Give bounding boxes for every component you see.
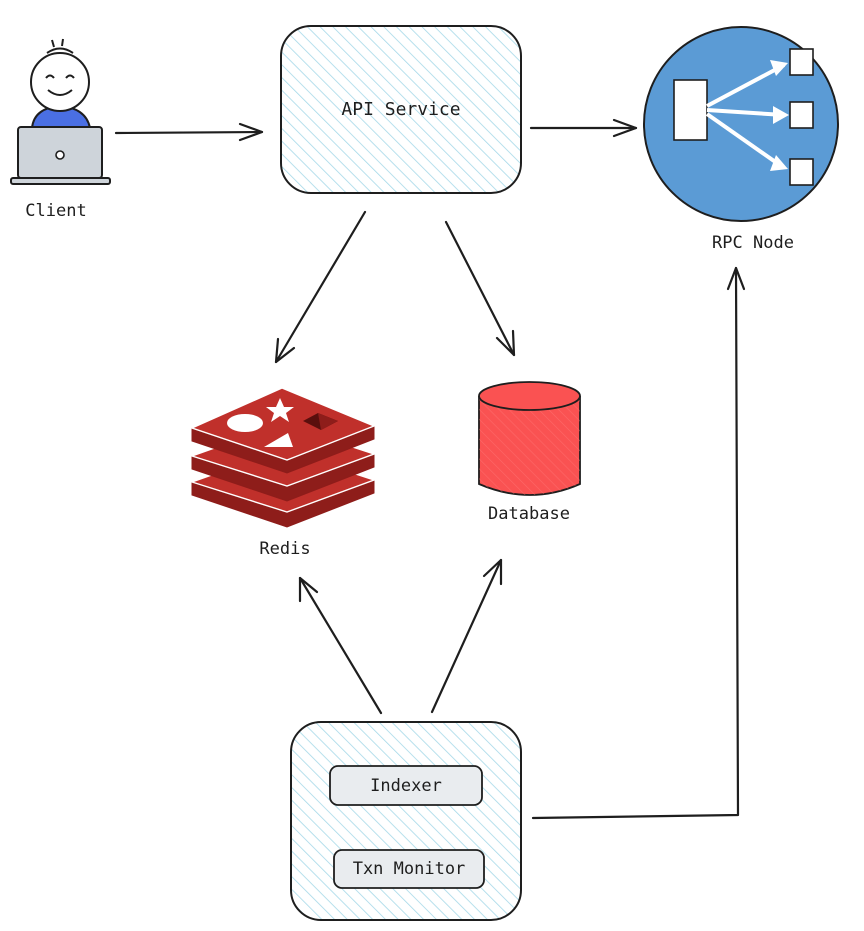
client-label: Client	[25, 201, 86, 221]
database-cylinder-icon	[478, 381, 581, 496]
edge-client-to-api	[114, 122, 264, 142]
database-node[interactable]: Database	[478, 381, 581, 524]
worker-node[interactable]: Indexer Txn Monitor	[290, 721, 522, 921]
indexer-box[interactable]: Indexer	[329, 765, 483, 806]
client-node[interactable]: Client	[10, 38, 111, 221]
rpc-node-label: RPC Node	[712, 233, 794, 253]
api-service-node[interactable]: API Service	[280, 25, 522, 194]
redis-logo-icon	[189, 387, 377, 528]
user-laptop-icon	[10, 38, 111, 185]
edge-api-to-rpc	[529, 118, 638, 138]
network-hub-icon	[643, 26, 839, 222]
edge-api-to-redis	[274, 210, 367, 364]
edge-worker-to-redis	[298, 576, 383, 715]
redis-label: Redis	[259, 539, 310, 559]
txn-monitor-box[interactable]: Txn Monitor	[333, 849, 485, 889]
api-service-label: API Service	[341, 99, 460, 120]
edge-worker-to-database	[430, 558, 503, 714]
rpc-node[interactable]: RPC Node	[643, 26, 839, 253]
edge-api-to-database	[444, 220, 516, 357]
database-label: Database	[488, 504, 570, 524]
redis-node[interactable]: Redis	[189, 387, 377, 559]
txn-monitor-label: Txn Monitor	[353, 859, 466, 879]
indexer-label: Indexer	[370, 776, 442, 796]
edge-worker-to-rpc	[531, 266, 746, 820]
